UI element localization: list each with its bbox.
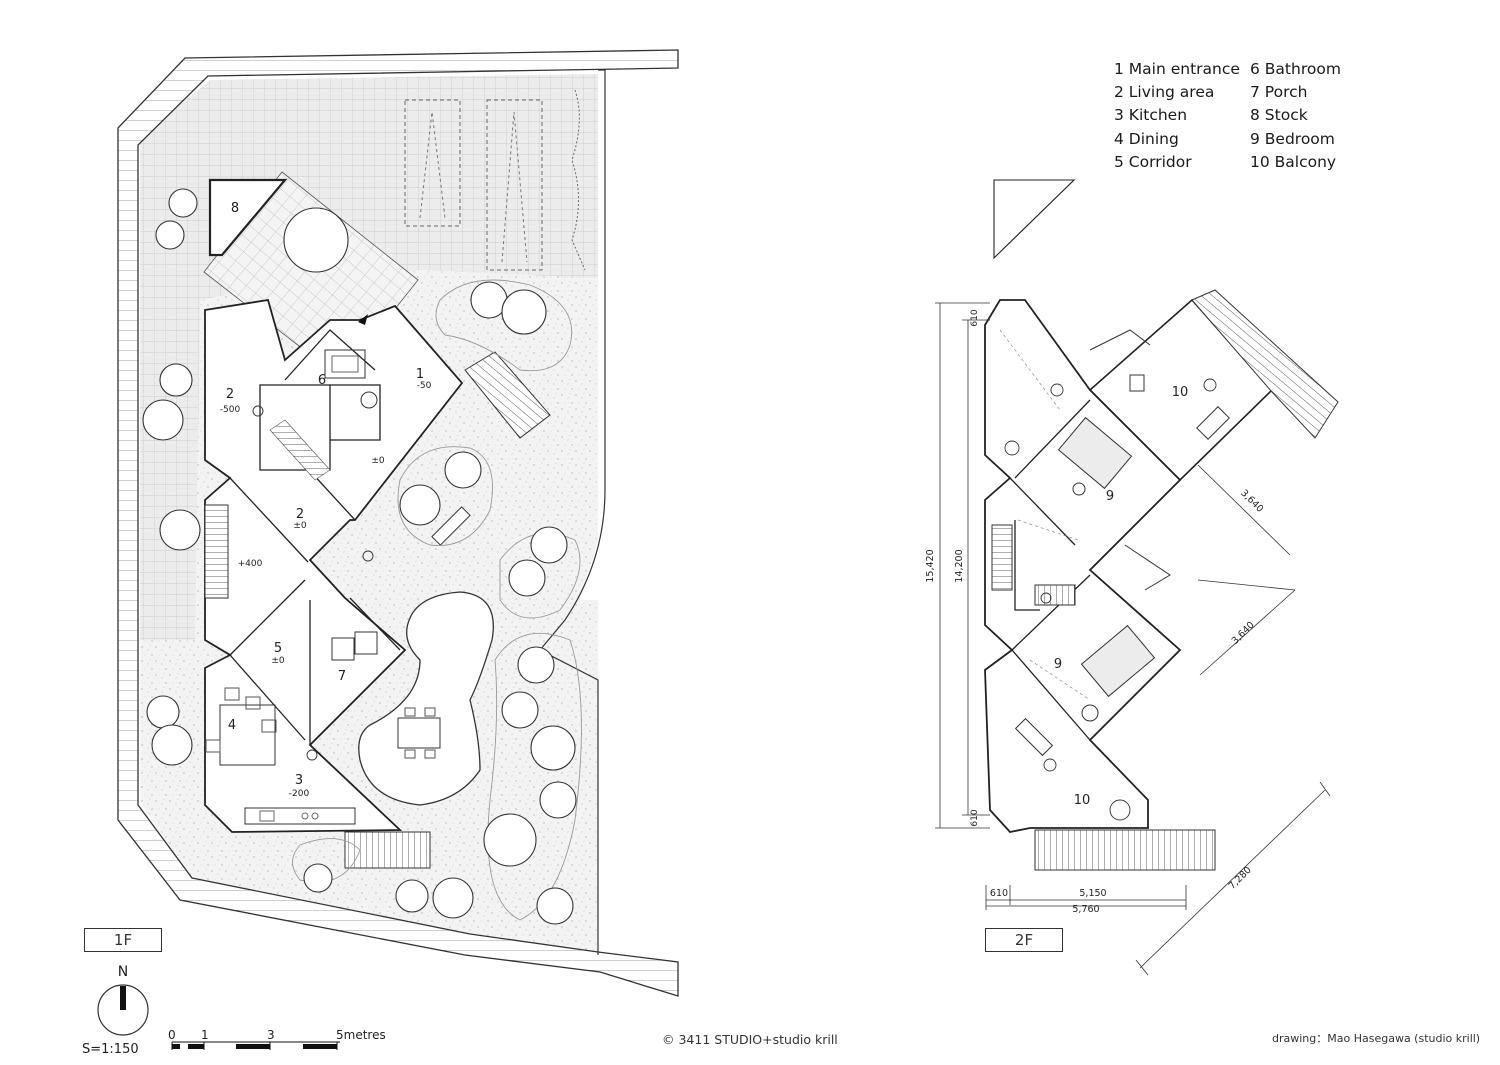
- legend-item: 9 Bedroom: [1250, 129, 1335, 148]
- room-2b-1f: 2: [296, 507, 304, 522]
- room-6-1f: 6: [318, 373, 326, 388]
- level-3-1f: -200: [289, 789, 310, 799]
- dim-diag-upper: 3,640: [1238, 488, 1265, 515]
- room-3-1f: 3: [295, 773, 303, 788]
- dim-bottom-left: 610: [990, 888, 1008, 899]
- north-label: N: [118, 964, 128, 980]
- drawing-credit: drawing：Mao Hasegawa (studio krill): [1272, 1032, 1481, 1045]
- legend-item: 2 Living area: [1114, 83, 1215, 102]
- room-4-1f: 4: [228, 718, 236, 733]
- scale-tick-5: 5metres: [336, 1028, 386, 1042]
- legend-item: 6 Bathroom: [1250, 60, 1341, 78]
- legend-item: 3 Kitchen: [1114, 106, 1188, 125]
- scale-tick-0: 0: [168, 1028, 176, 1042]
- scale-ratio: S=1:150: [82, 1042, 139, 1057]
- scale-tick-1: 1: [201, 1028, 209, 1042]
- scale-tick-3: 3: [267, 1028, 275, 1042]
- level-upper-1f: +400: [238, 559, 263, 569]
- room-10b-2f: 10: [1074, 793, 1091, 808]
- room-2a-1f: 2: [226, 387, 234, 402]
- dim-total-height: 15,420: [925, 549, 936, 582]
- room-10a-2f: 10: [1172, 385, 1189, 400]
- dim-top-offset: 610: [970, 309, 980, 326]
- copyright: © 3411 STUDIO+studio krill: [662, 1032, 838, 1047]
- floor-label-1f: 1F: [84, 928, 162, 952]
- legend-item: 7 Porch: [1250, 83, 1308, 102]
- dim-diag-long: 7,280: [1227, 865, 1254, 892]
- room-9b-2f: 9: [1054, 657, 1062, 672]
- dim-bottom-total: 5,760: [1072, 904, 1099, 915]
- level-hall-1f: ±0: [371, 456, 385, 466]
- legend-item: 4 Dining: [1114, 129, 1179, 148]
- legend-col-2: 6 Bathroom 7 Porch 8 Stock 9 Bedroom 10 …: [1250, 58, 1341, 174]
- dim-bottom-offset: 610: [970, 809, 980, 826]
- scale-bar: [171, 1041, 340, 1050]
- dim-inner-height: 14,200: [954, 549, 965, 582]
- room-labels-1f: 8 2 -500 6 1 -50 ±0 2 ±0 +400 5 ±0 7 4 3…: [220, 201, 432, 799]
- legend-item: 5 Corridor: [1114, 152, 1192, 171]
- level-5-1f: ±0: [271, 656, 285, 666]
- level-1-1f: -50: [417, 381, 432, 391]
- room-5-1f: 5: [274, 641, 282, 656]
- legend-item: 1 Main entrance: [1114, 60, 1240, 78]
- site-1f: [117, 49, 679, 997]
- level-2a-1f: -500: [220, 405, 241, 415]
- dim-diag-lower: 3,640: [1230, 620, 1257, 647]
- room-8-1f: 8: [231, 201, 239, 216]
- dim-bottom-mid: 5,150: [1079, 888, 1106, 899]
- level-2b-1f: ±0: [293, 521, 307, 531]
- floor-label-2f: 2F: [985, 928, 1063, 952]
- room-7-1f: 7: [338, 669, 346, 684]
- legend-col-1: 1 Main entrance 2 Living area 3 Kitchen …: [1114, 58, 1240, 174]
- room-9a-2f: 9: [1106, 489, 1114, 504]
- plan-2f: [935, 179, 1339, 976]
- legend-item: 8 Stock: [1250, 106, 1308, 125]
- north-arrow: N: [97, 964, 149, 1036]
- legend-item: 10 Balcony: [1250, 152, 1337, 171]
- room-1-1f: 1: [416, 367, 424, 382]
